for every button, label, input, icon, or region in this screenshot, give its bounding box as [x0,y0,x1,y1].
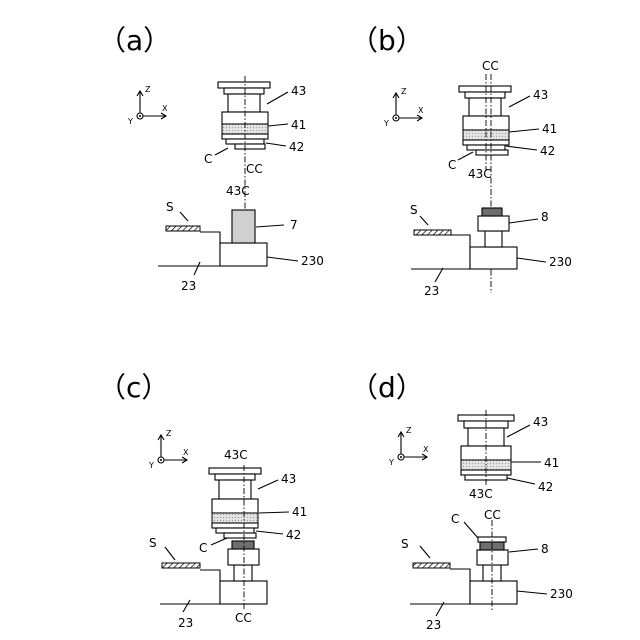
axis-z-label: Z [166,429,172,438]
axis-y-label: Y [388,458,394,467]
label-41: 41 [544,456,559,470]
panel-c: （c） Z X Y [98,371,307,630]
label-s: S [149,536,157,550]
panel-c-tool-head [209,468,261,538]
label-cc: CC [246,162,263,176]
label-23: 23 [424,284,439,298]
label-43c: 43C [224,448,248,462]
label-43: 43 [281,472,296,486]
panel-d-axes: Z X Y [388,426,429,467]
label-s: S [401,537,409,551]
label-c: C [199,541,207,555]
panel-d-tool-head [458,410,514,486]
label-230: 230 [550,587,573,601]
panel-d: （d） Z X Y [350,371,573,632]
label-23: 23 [181,279,196,293]
axis-x-label: X [418,106,424,115]
label-43c: 43C [226,184,250,198]
label-42: 42 [540,144,555,158]
axis-y-label: Y [148,461,154,470]
label-23: 23 [426,618,441,632]
label-cc: CC [482,59,499,73]
panel-b-stage [411,208,517,269]
panel-c-axes: Z X Y [148,429,189,470]
panel-a-label: （a） [98,24,171,57]
axis-z-label: Z [406,426,412,435]
label-8: 8 [541,210,549,224]
label-43: 43 [291,84,306,98]
axis-z-label: Z [145,85,151,94]
label-41: 41 [292,505,307,519]
label-42: 42 [286,528,301,542]
label-c: C [451,512,459,526]
axis-y-label: Y [383,119,389,128]
label-43c: 43C [468,167,492,181]
panel-a: （a） Z X Y [98,24,324,293]
label-43: 43 [533,415,548,429]
axis-x-label: X [423,445,429,454]
panel-b-label: （b） [350,24,424,57]
label-cc: CC [235,611,252,625]
panel-c-label: （c） [98,371,169,404]
label-c: C [448,158,456,172]
axis-x-label: X [183,448,189,457]
label-41: 41 [291,118,306,132]
label-s: S [166,200,174,214]
label-c: C [204,152,212,166]
axis-z-label: Z [401,87,407,96]
label-cc: CC [484,508,501,522]
label-43: 43 [533,88,548,102]
panel-b: （b） Z X Y [350,24,572,298]
label-23: 23 [178,616,193,630]
axis-y-label: Y [127,117,133,126]
label-43c: 43C [469,487,493,501]
panel-a-axes: Z X Y [127,85,168,126]
panel-d-label: （d） [350,371,424,404]
axis-x-label: X [162,104,168,113]
label-8: 8 [541,542,549,556]
label-41: 41 [542,122,557,136]
label-s: S [410,203,418,217]
label-7: 7 [290,218,298,232]
panel-d-stage [410,520,517,610]
label-42: 42 [538,480,553,494]
label-230: 230 [549,255,572,269]
label-230: 230 [301,254,324,268]
label-42: 42 [289,140,304,154]
panel-b-axes: Z X Y [383,87,424,128]
panel-a-stage [158,210,267,266]
